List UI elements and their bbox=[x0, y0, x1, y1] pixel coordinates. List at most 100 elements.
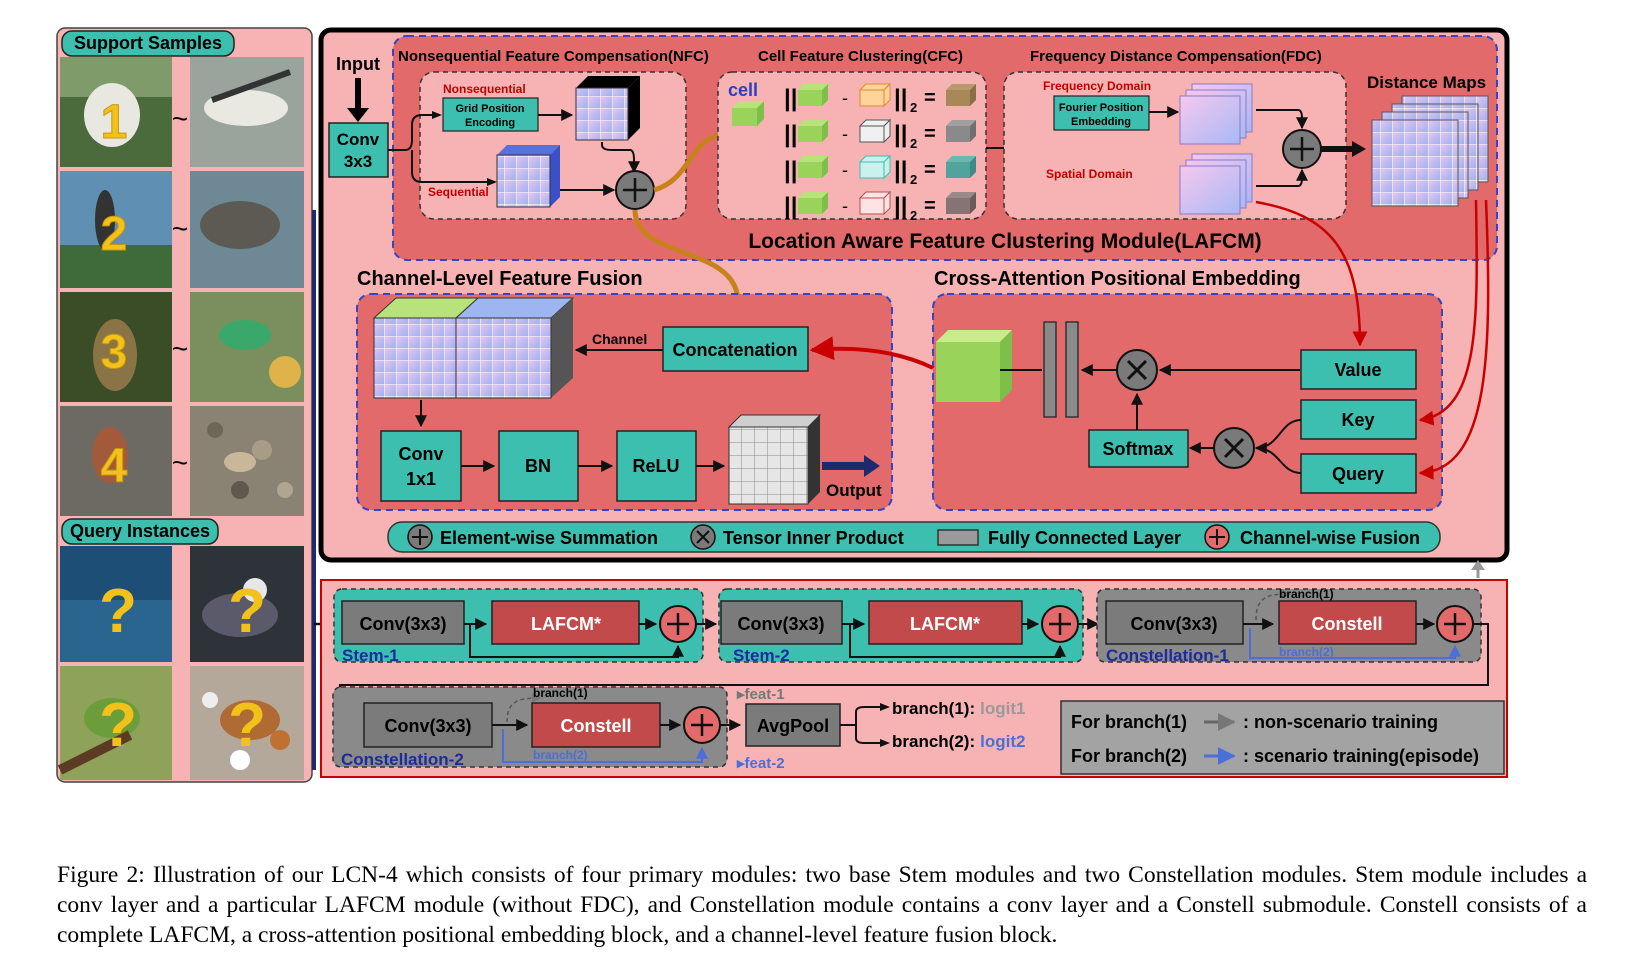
query-instances-tag bbox=[61, 518, 219, 545]
tilde-2: ~ bbox=[172, 213, 188, 244]
feat-1-label: ▸feat-1 bbox=[736, 686, 785, 703]
nfc-title: Nonsequential Feature Compensation(NFC) bbox=[398, 48, 709, 65]
frequency-domain-label: Frequency Domain bbox=[1043, 79, 1151, 93]
frequency-maps bbox=[1179, 83, 1253, 145]
nonseq-feature-cube bbox=[575, 76, 640, 141]
seq-feature-cube bbox=[496, 145, 560, 208]
stem-1-fusion-icon bbox=[659, 605, 697, 643]
const-1-constell-label: Constell bbox=[1311, 614, 1382, 634]
support-samples-tag bbox=[61, 30, 235, 57]
avgpool-label: AvgPool bbox=[757, 716, 829, 736]
svg-text:=: = bbox=[924, 195, 936, 217]
stem-1-lafcm bbox=[491, 600, 640, 645]
relu-box bbox=[616, 430, 697, 502]
grid-encoding-box bbox=[442, 97, 539, 132]
sequential-label: Sequential bbox=[428, 185, 489, 199]
const-2-branch1: branch(1) bbox=[533, 686, 588, 700]
stem-1-lafcm-label: LAFCM* bbox=[531, 614, 601, 634]
fusion-concat-cube bbox=[372, 297, 575, 399]
const-1-constell bbox=[1278, 600, 1417, 645]
stem-2-conv bbox=[720, 600, 843, 645]
stem-2-lafcm-label: LAFCM* bbox=[910, 614, 980, 634]
stem-1-conv bbox=[341, 600, 465, 645]
svg-text:||: || bbox=[784, 121, 797, 148]
grid-encoding-line2: Encoding bbox=[465, 117, 515, 129]
sample-panel: Support Samples 1 ~ 2 ~ 3 ~ 4 ~ bbox=[56, 27, 313, 783]
maps-to-key-arrow bbox=[1418, 199, 1478, 426]
legend-fc-icon bbox=[937, 529, 979, 546]
softmax-box bbox=[1088, 429, 1189, 468]
legend-bar bbox=[387, 521, 1441, 553]
support-samples-title: Support Samples bbox=[74, 33, 222, 53]
support-row-2: 2 ~ bbox=[60, 171, 304, 288]
svg-text:-: - bbox=[842, 160, 848, 180]
tilde-3: ~ bbox=[172, 333, 188, 364]
legend-sum-icon bbox=[407, 524, 433, 550]
note-branch1-label: For branch(1) bbox=[1071, 712, 1187, 732]
const-2-constell bbox=[531, 702, 661, 748]
branch-note-box bbox=[1060, 700, 1505, 775]
cape-inner-product-icon-1 bbox=[1116, 349, 1158, 391]
maps-to-query-arrow bbox=[1418, 199, 1490, 480]
const-1-fusion-icon bbox=[1436, 605, 1474, 643]
svg-text:=: = bbox=[924, 159, 936, 181]
conv-split-arrows bbox=[388, 114, 495, 183]
query-label: Query bbox=[1332, 464, 1384, 484]
legend-inner-icon bbox=[690, 524, 716, 550]
const-1-conv-label: Conv(3x3) bbox=[1130, 614, 1217, 634]
stem-2-conv-label: Conv(3x3) bbox=[737, 614, 824, 634]
legend-sum-label: Element-wise Summation bbox=[440, 528, 658, 548]
query-box bbox=[1300, 453, 1417, 494]
support-row-1: 1 ~ bbox=[60, 57, 304, 167]
conv1x1-box bbox=[380, 430, 462, 502]
cfc-block bbox=[717, 71, 987, 220]
stem-1-conv-label: Conv(3x3) bbox=[359, 614, 446, 634]
legend-fc-label: Fully Connected Layer bbox=[988, 528, 1181, 548]
svg-text:||: || bbox=[894, 193, 907, 220]
svg-text:||: || bbox=[894, 121, 907, 148]
svg-text:-: - bbox=[842, 124, 848, 144]
norm-subscript: 2 bbox=[910, 208, 917, 223]
fdc-sum-icon bbox=[1282, 129, 1322, 169]
concatenation-box bbox=[662, 326, 809, 372]
feat-2-label: ▸feat-2 bbox=[736, 755, 785, 772]
const-2-label: Constellation-2 bbox=[341, 750, 464, 769]
channel-label: Channel bbox=[592, 331, 647, 347]
cfc-rows: || - || 2 = || - || 2 = || - || 2 = bbox=[784, 82, 976, 223]
note-branch2-label: For branch(2) bbox=[1071, 746, 1187, 766]
const-2-branch2: branch(2) bbox=[533, 748, 588, 762]
cape-output-cube bbox=[936, 330, 1012, 402]
query-mark-2: ? bbox=[228, 577, 266, 646]
input-label: Input bbox=[336, 54, 380, 74]
cape-to-concat-arrow bbox=[809, 336, 934, 370]
nfc-sum-icon bbox=[615, 170, 655, 210]
lafcm-title: Location Aware Feature Clustering Module… bbox=[748, 230, 1261, 253]
concatenation-label: Concatenation bbox=[672, 340, 797, 360]
stem-2-lafcm bbox=[868, 600, 1023, 645]
spatial-maps bbox=[1179, 153, 1253, 215]
cape-title: Cross-Attention Positional Embedding bbox=[934, 268, 1301, 290]
svg-text:||: || bbox=[784, 157, 797, 184]
relu-label: ReLU bbox=[632, 456, 679, 476]
support-number-4: 4 bbox=[101, 440, 128, 493]
nonsequential-label: Nonsequential bbox=[443, 82, 526, 96]
distance-maps-label: Distance Maps bbox=[1367, 73, 1486, 92]
spatial-to-value-arrow bbox=[1255, 200, 1368, 347]
legend-fusion-label: Channel-wise Fusion bbox=[1240, 528, 1420, 548]
fourier-line2: Embedding bbox=[1071, 116, 1131, 128]
support-row-3: 3 ~ bbox=[60, 292, 304, 402]
query-instances-title: Query Instances bbox=[70, 521, 210, 541]
query-images: ? ? ? ? bbox=[57, 546, 304, 780]
query-mark-3: ? bbox=[99, 691, 137, 760]
note-branch2-text: : scenario training(episode) bbox=[1243, 746, 1479, 766]
const-1-branch1: branch(1) bbox=[1279, 587, 1334, 601]
svg-text:||: || bbox=[784, 193, 797, 220]
figure-caption: Figure 2: Illustration of our LCN-4 whic… bbox=[57, 862, 1587, 948]
const-2-constell-label: Constell bbox=[560, 716, 631, 736]
fc-layer-bar-1 bbox=[1043, 321, 1057, 418]
spatial-domain-label: Spatial Domain bbox=[1046, 167, 1133, 181]
cell-cube bbox=[732, 101, 764, 126]
fdc-title: Frequency Distance Compensation(FDC) bbox=[1030, 48, 1322, 65]
query-mark-4: ? bbox=[228, 691, 266, 760]
value-box bbox=[1300, 349, 1417, 390]
